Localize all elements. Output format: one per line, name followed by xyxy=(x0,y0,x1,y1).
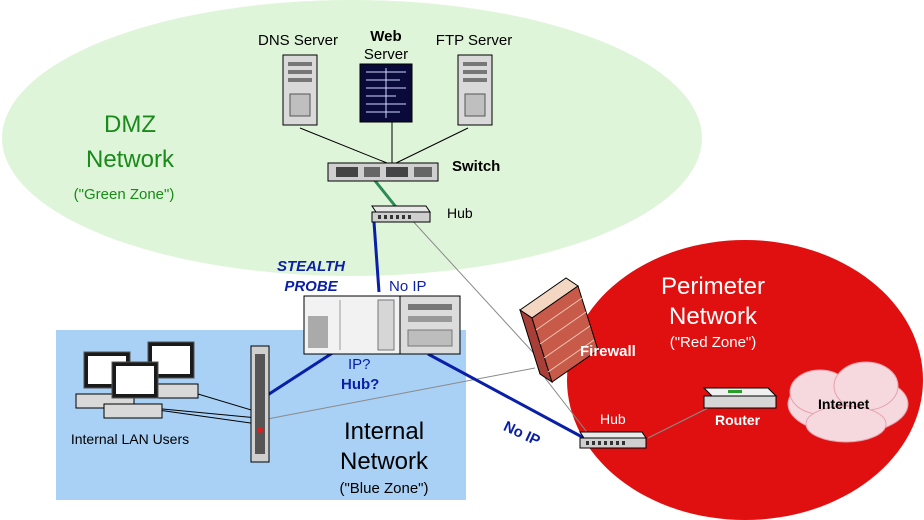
dmz-hub-icon xyxy=(371,205,431,223)
perimeter-title-line1: Perimeter xyxy=(660,273,766,300)
internal-switch-icon xyxy=(250,345,270,463)
perimeter-zone-label: ("Red Zone") xyxy=(669,334,757,351)
web-server-icon xyxy=(359,63,413,123)
stealth-probe-icon xyxy=(303,295,461,355)
ftp-server-icon xyxy=(457,54,493,126)
firewall-icon xyxy=(519,277,599,384)
green-zone xyxy=(2,0,702,276)
dmz-title-line2: Network xyxy=(85,146,175,173)
switch-label: Switch xyxy=(452,158,501,175)
dmz-zone-label: ("Green Zone") xyxy=(73,186,175,203)
probe-ip-question: IP? xyxy=(348,356,371,373)
ftp-server-label: FTP Server xyxy=(435,32,513,49)
probe-name-line1: STEALTH xyxy=(276,258,346,275)
thin-gray-links xyxy=(261,217,719,439)
internet-cloud-icon xyxy=(787,361,909,443)
router-label: Router xyxy=(715,412,761,428)
probe-name-line2: PROBE xyxy=(284,278,338,295)
lan-pc-icon-3 xyxy=(103,361,163,419)
perimeter-hub-icon xyxy=(579,431,647,449)
probe-links xyxy=(265,221,585,440)
perimeter-hub-label: Hub xyxy=(600,411,626,427)
web-server-label-line1: Web xyxy=(370,28,402,45)
dmz-hub-label: Hub xyxy=(447,205,473,221)
red-zone xyxy=(567,240,923,520)
dns-server-icon xyxy=(282,54,318,126)
internal-users-label: Internal LAN Users xyxy=(70,431,190,447)
web-server-label-line2: Server xyxy=(363,46,409,63)
internal-zone-label: ("Blue Zone") xyxy=(339,480,429,497)
probe-hub-question: Hub? xyxy=(341,376,380,393)
perimeter-title-line2: Network xyxy=(668,303,758,330)
router-icon xyxy=(702,387,778,409)
internal-title-line1: Internal xyxy=(343,418,425,445)
switch-icon xyxy=(327,162,439,182)
internet-label: Internet xyxy=(818,396,870,412)
firewall-label: Firewall xyxy=(580,343,636,360)
dns-server-label: DNS Server xyxy=(257,32,339,49)
connection-lines xyxy=(119,110,469,425)
internal-title-line2: Network xyxy=(339,448,429,475)
dmz-title-line1: DMZ xyxy=(104,111,156,138)
probe-no-ip-top: No IP xyxy=(389,278,427,295)
